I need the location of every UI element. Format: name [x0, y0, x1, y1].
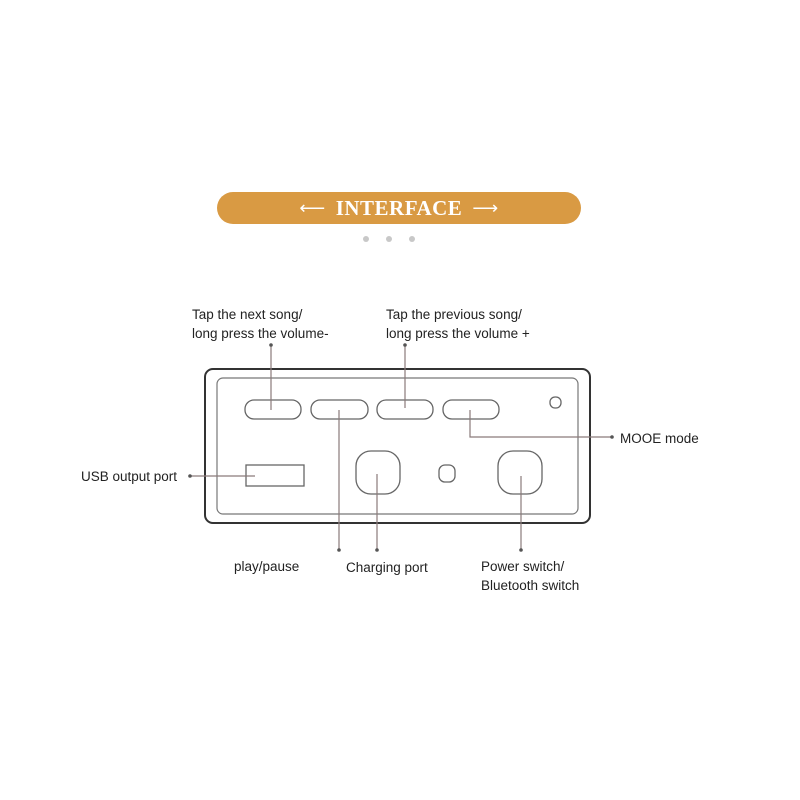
label-mode: MOOE mode	[620, 431, 699, 446]
label-previous-song: Tap the previous song/ long press the vo…	[386, 305, 530, 343]
interface-banner: ⟵ INTERFACE ⟶	[217, 192, 581, 224]
panel-outer	[204, 368, 591, 524]
label-line: Power switch/	[481, 559, 565, 574]
dot	[386, 236, 392, 242]
next-button	[244, 399, 302, 420]
leader-lines	[190, 345, 612, 550]
label-play-pause: play/pause	[234, 559, 300, 574]
dot	[409, 236, 415, 242]
label-line: Tap the previous song/	[386, 307, 522, 322]
power-switch	[497, 450, 543, 495]
label-next-song: Tap the next song/ long press the volume…	[192, 305, 329, 343]
label-line: long press the volume +	[386, 326, 530, 341]
left-arrow-icon: ⟵	[299, 197, 326, 218]
banner-title: INTERFACE	[335, 195, 463, 220]
label-charging: Charging port	[346, 560, 428, 575]
center-hole	[438, 464, 456, 483]
label-line: Bluetooth switch	[481, 578, 580, 593]
panel-inner	[216, 377, 579, 515]
label-power: Power switch/ Bluetooth switch	[481, 557, 579, 595]
label-line: Tap the next song/	[192, 307, 303, 322]
pagination-dots	[363, 236, 415, 242]
indicator-led	[549, 396, 562, 409]
right-arrow-icon: ⟶	[472, 197, 499, 218]
leader-dots	[188, 343, 614, 552]
charging-port	[355, 450, 401, 495]
mode-button	[442, 399, 500, 420]
label-line: long press the volume-	[192, 326, 329, 341]
dot	[363, 236, 369, 242]
label-usb: USB output port	[81, 469, 178, 484]
